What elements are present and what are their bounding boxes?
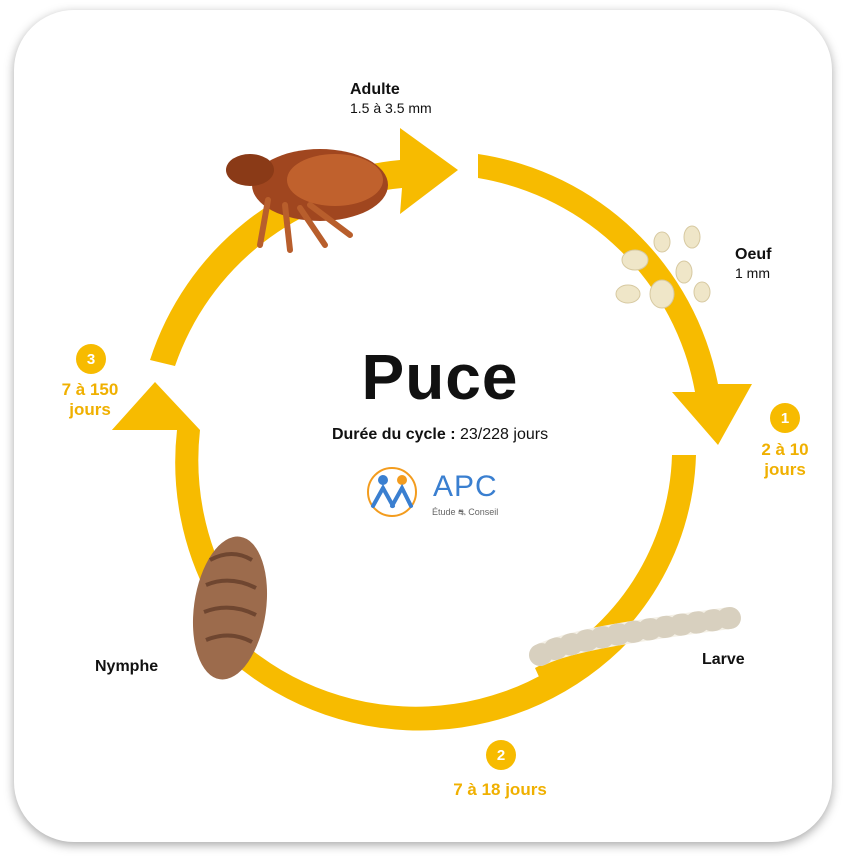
cycle-duration-label: Durée du cycle : [331,426,456,443]
larva-illustration [529,607,741,666]
duration-label-3: 7 à 150 jours [40,380,140,421]
stage-label-egg: Oeuf 1 mm [735,245,771,283]
cycle-duration: Durée du cycle : 23/228 jours [270,426,610,444]
arc-segment-right [535,455,696,690]
cycle-duration-value: 23/228 jours [460,426,549,443]
diagram-title: Puce [361,341,519,413]
arrow-adult-to-larva [478,154,752,445]
arrow-head-left [112,382,200,430]
duration-2-line1: 7 à 18 jours [453,780,547,799]
duration-badge-1: 1 [770,403,800,433]
arrow-nymph-to-adult [112,388,232,600]
arrow-larva-to-nymph [230,622,630,731]
duration-badge-2: 2 [486,740,516,770]
duration-label-1: 2 à 10 jours [745,440,825,481]
duration-label-2: 7 à 18 jours [430,780,570,800]
duration-3-line1: 7 à 150 [61,380,119,399]
stage-name-egg: Oeuf [735,246,772,263]
apc-logo-mark [367,467,417,517]
duration-1-line1: 2 à 10 [761,440,809,459]
stage-size-egg: 1 mm [735,265,770,281]
logo-subtitle: Étude ⛐ Conseil [432,507,499,517]
stage-size-adult: 1.5 à 3.5 mm [350,100,432,116]
egg-illustration [615,225,711,309]
stage-name-larva: Larve [702,651,745,668]
stage-name-adult: Adulte [350,81,400,98]
flea-adult-illustration [226,149,388,253]
nymph-illustration [192,536,268,680]
stage-name-nymph: Nymphe [95,658,159,675]
duration-1-line2: jours [764,460,806,480]
duration-3-line2: jours [69,400,111,420]
logo-name: APC [433,470,498,503]
duration-badge-3: 3 [76,344,106,374]
stage-label-adult: Adulte 1.5 à 3.5 mm [350,80,432,118]
